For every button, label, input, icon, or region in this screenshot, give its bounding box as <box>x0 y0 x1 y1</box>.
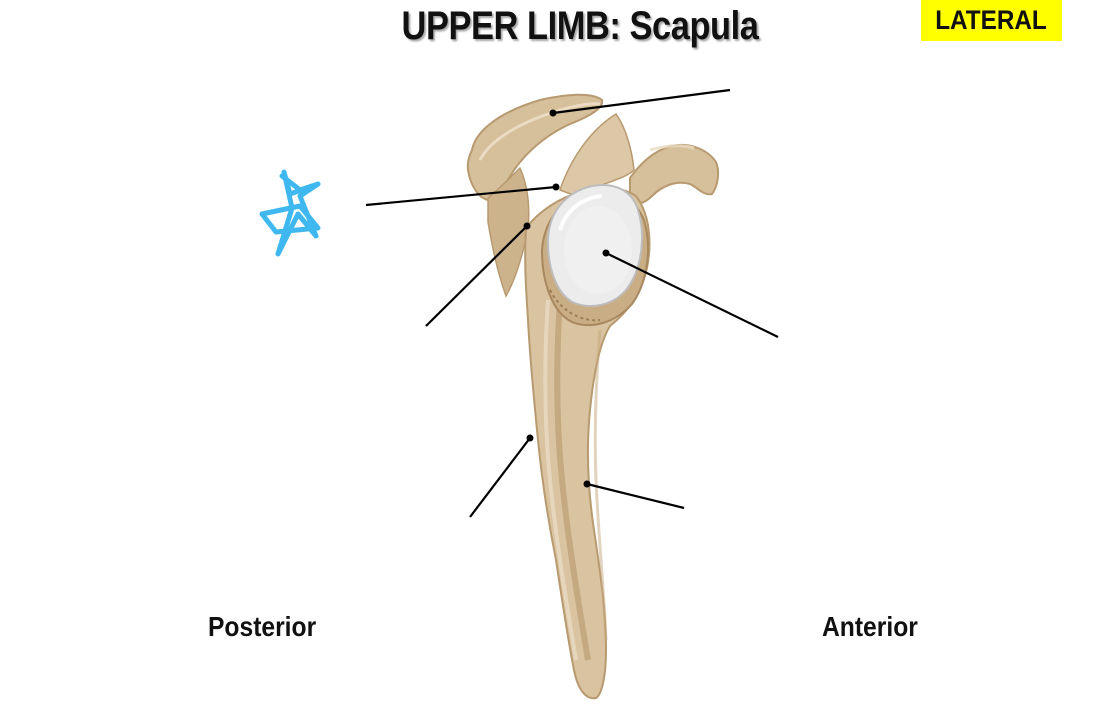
leader-line-lateral-border <box>469 437 531 518</box>
leader-line-acromion <box>552 88 731 115</box>
leader-lines <box>365 88 779 518</box>
coracoid-process-shape <box>629 144 720 204</box>
leader-dot-acromion <box>549 109 557 117</box>
acromion-shape <box>466 93 604 202</box>
leader-dot-subscapular-fossa <box>583 480 591 488</box>
leader-line-glenoid-cavity <box>605 252 779 338</box>
orientation-label-anterior: Anterior <box>822 611 918 642</box>
leader-line-spine-base <box>365 185 557 207</box>
leader-line-infraglenoid-tubercle <box>425 225 528 327</box>
superior-wedge-shape <box>559 112 635 197</box>
page-title: UPPER LIMB: Scapula <box>401 4 759 48</box>
leader-dot-spine-base <box>552 183 560 191</box>
leader-dot-glenoid-cavity <box>602 249 610 257</box>
view-badge-background <box>921 0 1062 41</box>
leader-dot-infraglenoid-tubercle <box>523 222 531 230</box>
star-mark-icon <box>259 169 321 257</box>
leader-dot-lateral-border <box>526 434 534 442</box>
view-badge: LATERAL <box>935 5 1047 35</box>
orientation-label-posterior: Posterior <box>208 611 317 642</box>
scapula-lateral-view <box>466 93 720 700</box>
leader-line-subscapular-fossa <box>586 482 685 510</box>
